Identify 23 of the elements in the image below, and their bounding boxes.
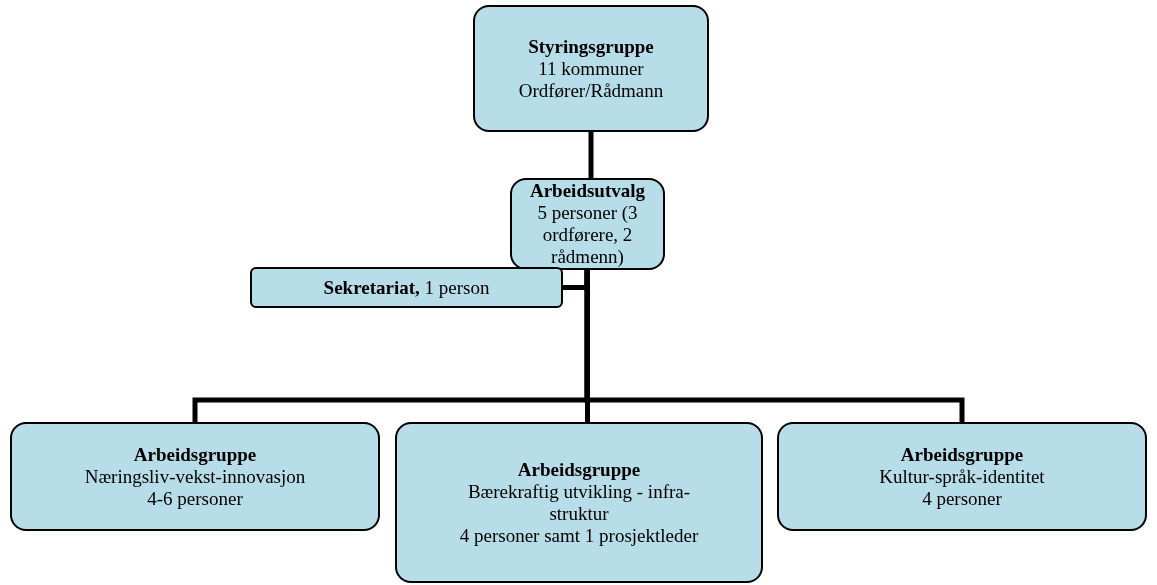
org-box	[510, 178, 665, 270]
box-heading: Styringsgruppe	[528, 35, 654, 58]
box-heading: Arbeidsgruppe	[900, 443, 1024, 466]
box-text: Ordfører/Rådmann	[518, 79, 664, 102]
org-box	[250, 267, 563, 308]
box-text: 5 personer (3 ordførere, 2 rådmenn)	[536, 202, 639, 268]
box-text: 4 personer samt 1 prosjektleder	[459, 524, 699, 547]
box-text: 4 personer	[922, 487, 1002, 510]
box-text: Bærekraftig utvikling - infra-struktur	[466, 480, 692, 525]
connector-line	[584, 270, 965, 422]
org-box	[777, 422, 1147, 531]
org-box	[10, 422, 380, 531]
box-heading: Arbeidsgruppe	[133, 443, 257, 466]
box-text: Sekretariat, 1 person	[323, 276, 490, 299]
box-heading: Arbeidsutvalg	[529, 180, 646, 202]
connector-line	[588, 132, 594, 178]
box-text: 11 kommuner	[538, 57, 644, 80]
org-box	[395, 422, 763, 583]
box-text: 4-6 personer	[147, 487, 243, 510]
org-box	[473, 5, 709, 132]
box-heading: Arbeidsgruppe	[517, 458, 641, 481]
box-text: Næringsliv-vekst-innovasjon	[84, 465, 306, 488]
box-text: Kultur-språk-identitet	[879, 465, 1045, 488]
